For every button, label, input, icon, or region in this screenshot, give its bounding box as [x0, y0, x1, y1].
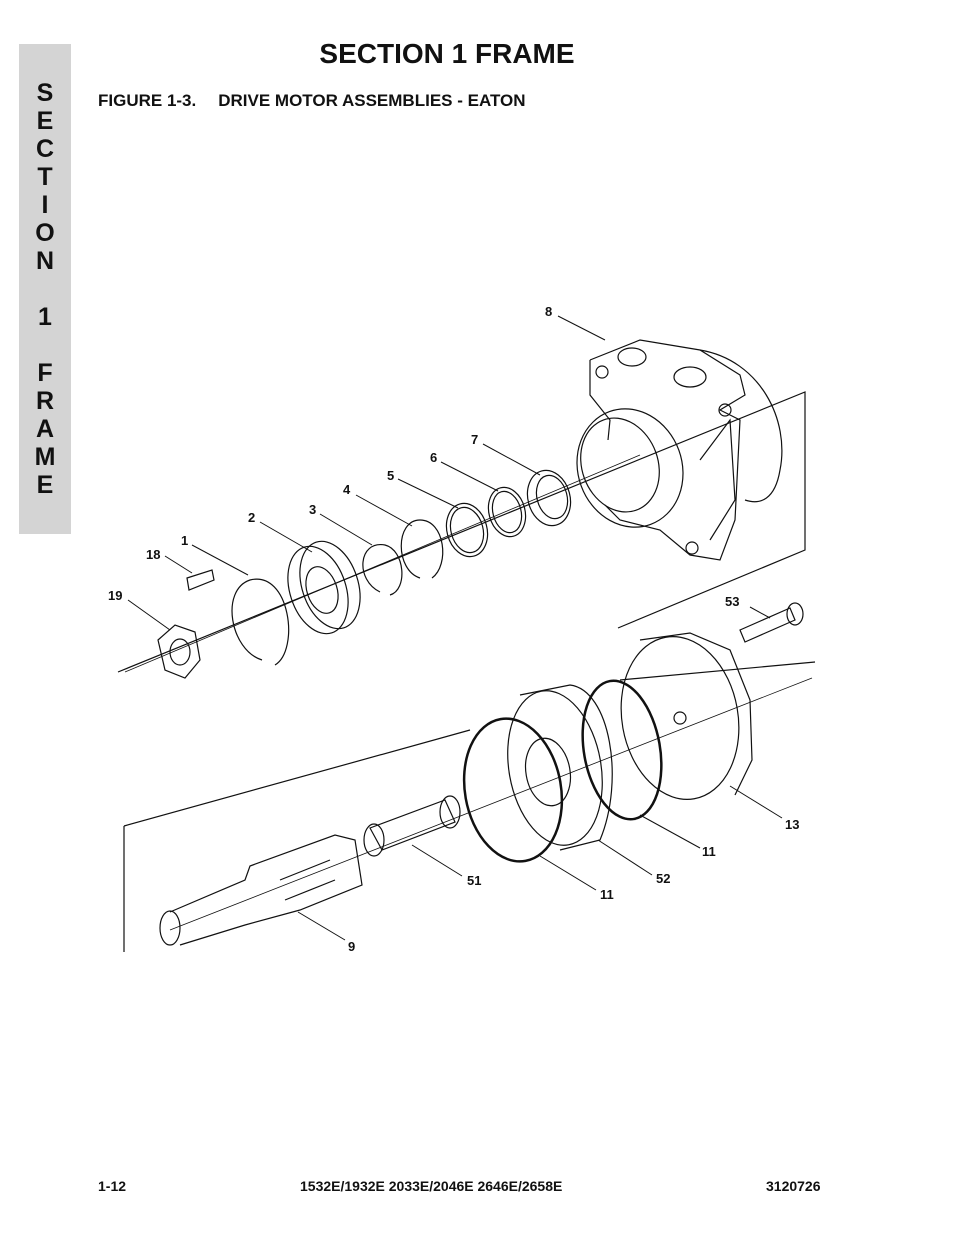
castle-nut-19 — [157, 624, 201, 679]
tab-letter: E — [36, 107, 54, 135]
tab-letter: I — [41, 191, 49, 219]
washer-5-inner — [449, 506, 485, 554]
gerotor-52 — [507, 684, 613, 851]
tab-letter: 1 — [38, 303, 52, 331]
end-cap-13 — [620, 632, 753, 800]
callout-6: 6 — [430, 450, 437, 465]
page-title: SECTION 1 FRAME — [319, 38, 575, 69]
key-18 — [186, 569, 215, 591]
lower-centerline — [169, 677, 813, 931]
tab-letter: O — [35, 219, 55, 247]
callout-11-rear: 11 — [702, 844, 716, 859]
callout-9: 9 — [348, 939, 355, 954]
footer-page-number: 1-12 — [98, 1178, 127, 1194]
callout-2: 2 — [248, 510, 255, 525]
tab-letter: T — [37, 163, 53, 191]
figure-title: FIGURE 1-3. DRIVE MOTOR ASSEMBLIES - EATO… — [98, 91, 526, 111]
tab-letter: M — [34, 443, 56, 471]
callout-11-front: 11 — [600, 887, 614, 902]
tab-letter: S — [36, 79, 54, 107]
retaining-ring-1 — [231, 578, 290, 666]
seal-7 — [526, 469, 572, 527]
side-tab-letters: S E C T I O N 1 F R A M E — [19, 79, 71, 499]
tab-letter: C — [35, 135, 55, 163]
motor-housing — [576, 339, 783, 561]
snap-ring-4 — [400, 519, 444, 579]
lower-plane-top-edge — [123, 729, 471, 827]
tab-letter: E — [36, 471, 54, 499]
callout-1: 1 — [181, 533, 188, 548]
figure-name: DRIVE MOTOR ASSEMBLIES - EATON — [218, 91, 526, 110]
callout-19: 19 — [108, 588, 122, 603]
upper-centerline — [124, 454, 641, 673]
section-side-tab: S E C T I O N 1 F R A M E — [19, 44, 71, 534]
callout-13: 13 — [785, 817, 799, 832]
upper-plane-outline — [117, 391, 806, 673]
footer-doc-number: 3120726 — [766, 1178, 821, 1194]
ring-6 — [487, 486, 527, 538]
footer-models: 1532E/1932E 2033E/2046E 2646E/2658E — [300, 1178, 563, 1194]
seal-ring-11-front — [462, 717, 564, 863]
tab-letter: R — [35, 387, 55, 415]
callout-5: 5 — [387, 468, 394, 483]
snap-ring-3 — [362, 544, 403, 596]
callout-8: 8 — [545, 304, 552, 319]
tab-letter: A — [35, 415, 55, 443]
figure-number: FIGURE 1-3. — [98, 91, 197, 110]
ring-6-inner — [491, 490, 523, 534]
washer-5 — [445, 502, 489, 558]
leader-lines — [127, 315, 783, 941]
drive-shaft-9 — [159, 834, 363, 946]
callout-52: 52 — [656, 871, 670, 886]
lower-plane-top-edge-right — [619, 661, 816, 681]
drive-link-51 — [363, 795, 461, 857]
callout-51: 51 — [467, 873, 481, 888]
bolt-53 — [739, 602, 804, 643]
seal-ring-11-rear — [581, 679, 663, 821]
bearing-2 — [287, 540, 361, 635]
callout-18: 18 — [146, 547, 160, 562]
tab-letter: N — [35, 247, 55, 275]
callout-3: 3 — [309, 502, 316, 517]
callout-4: 4 — [343, 482, 351, 497]
callout-53: 53 — [725, 594, 739, 609]
tab-letter: F — [37, 359, 53, 387]
callout-7: 7 — [471, 432, 478, 447]
